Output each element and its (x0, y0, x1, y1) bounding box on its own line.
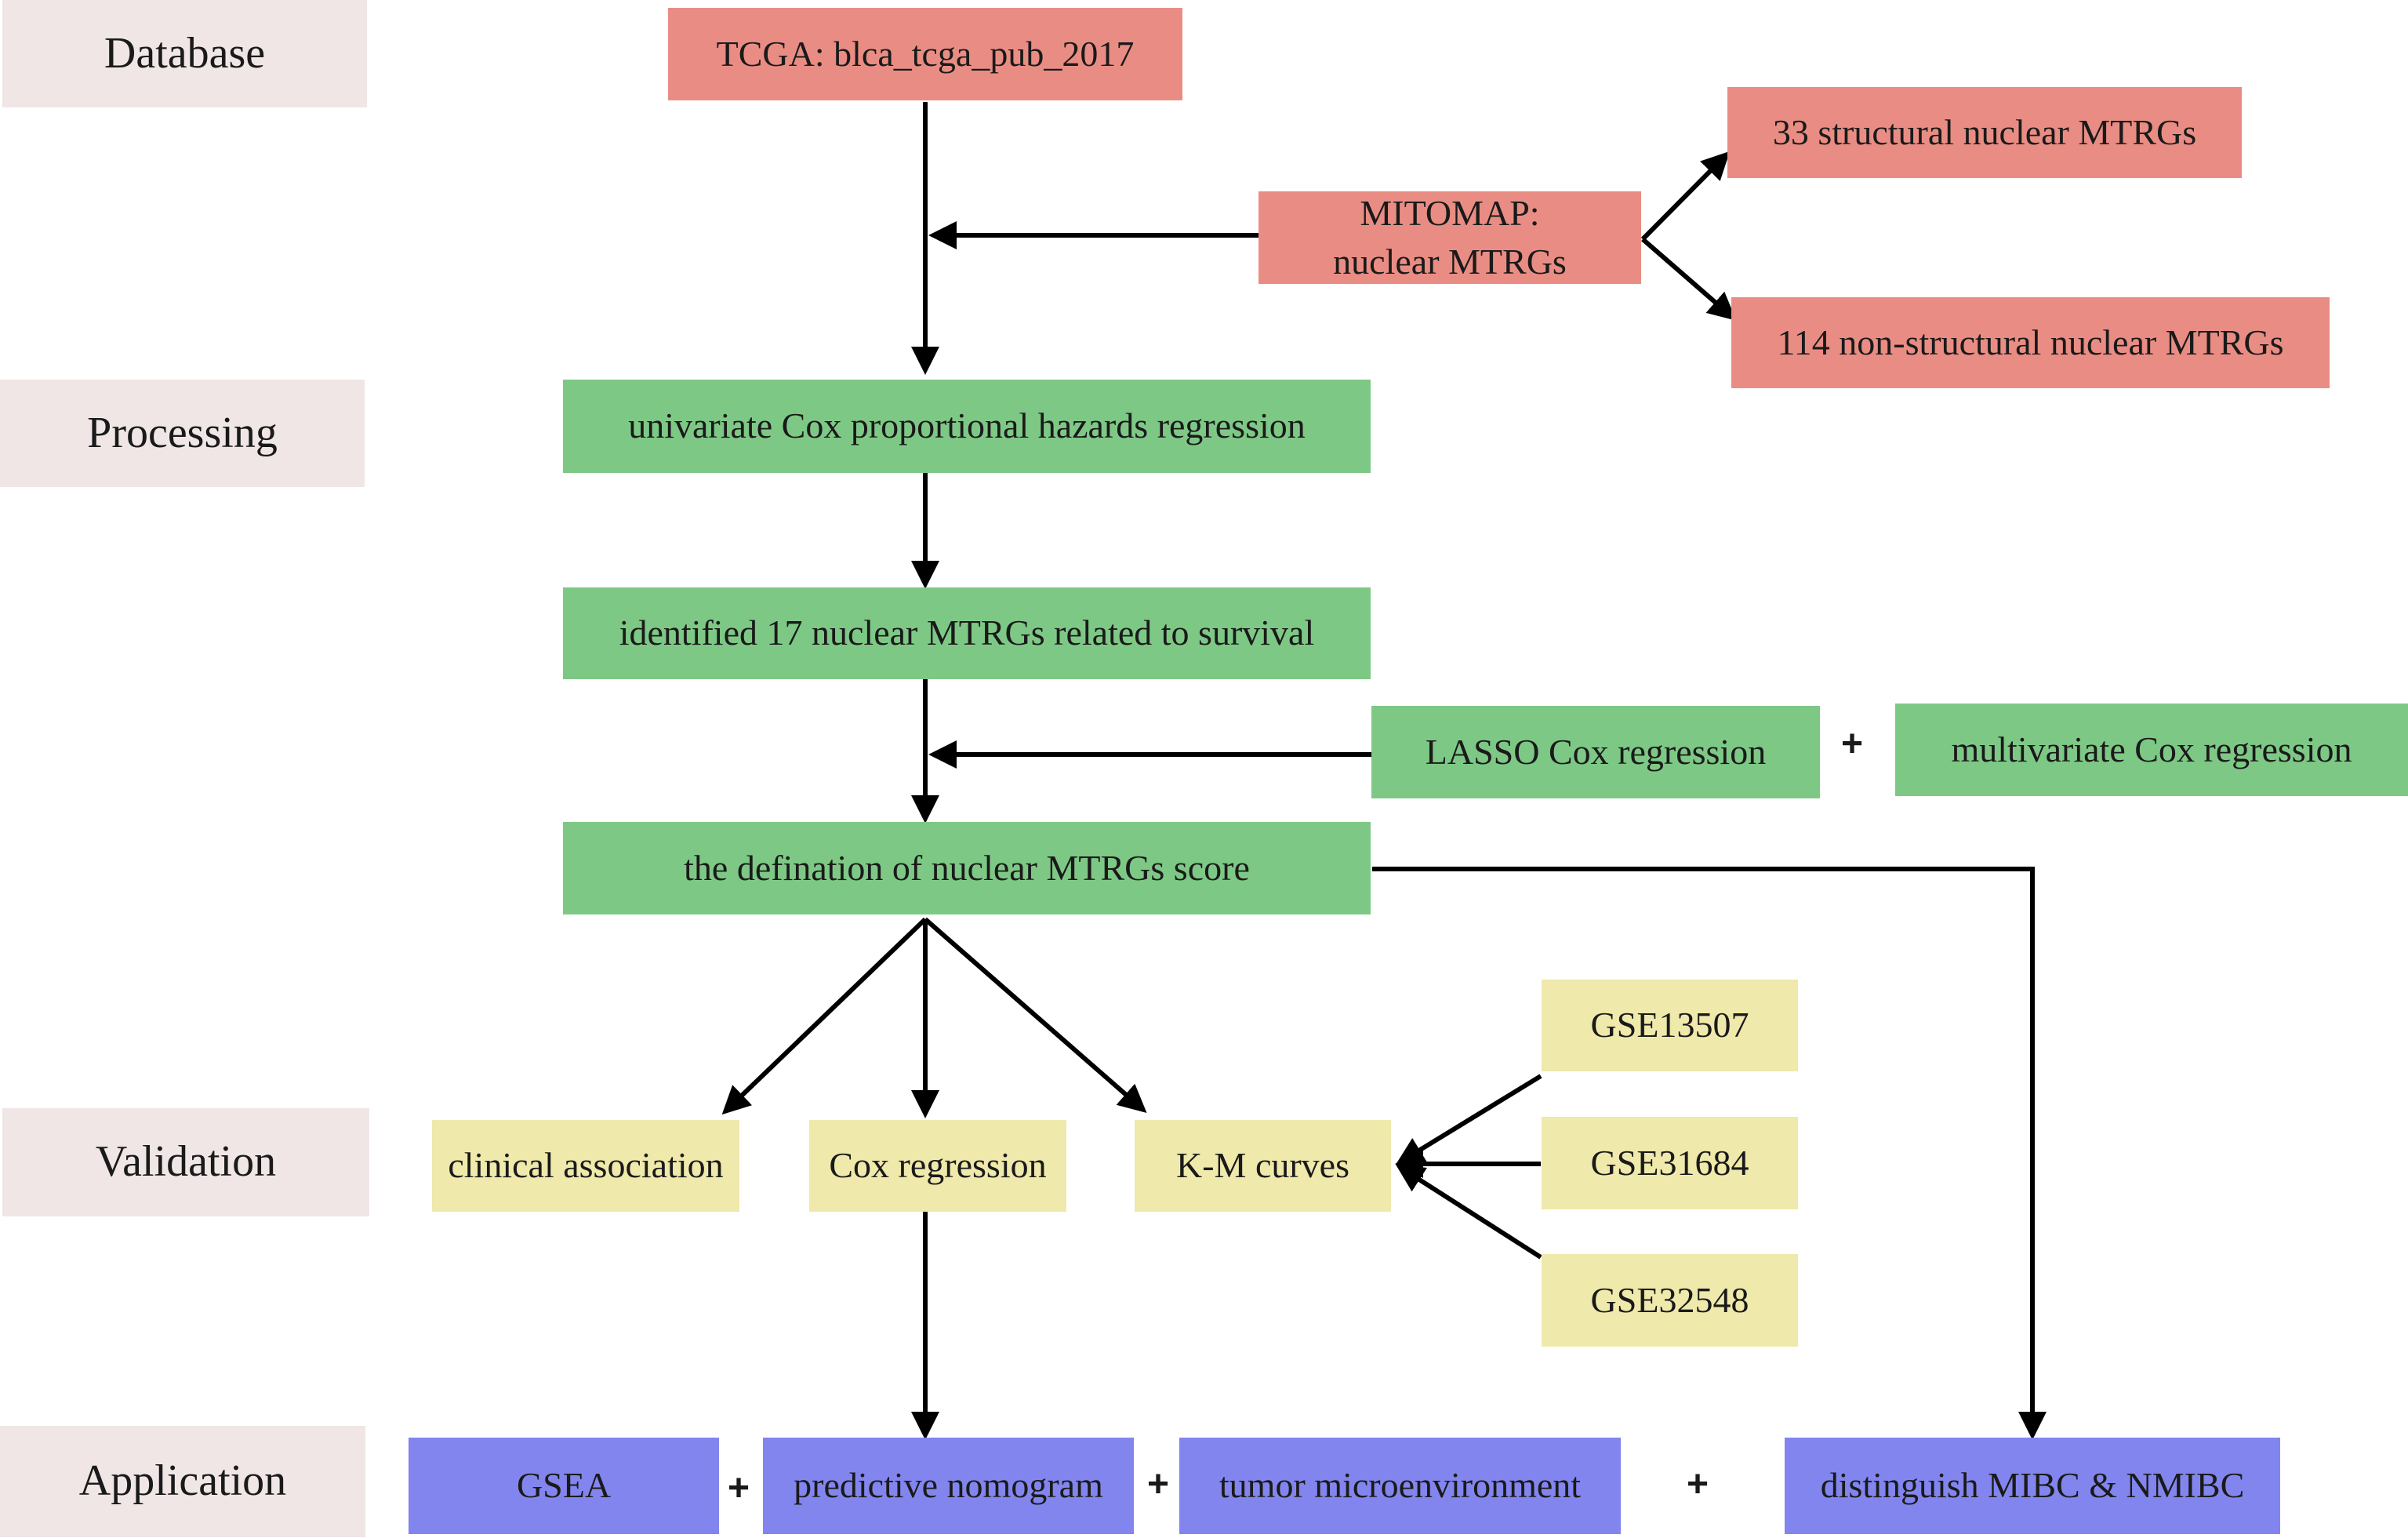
stage-label-processing: Processing (0, 380, 365, 487)
plus-gsea-nomogram: + (727, 1467, 750, 1509)
arrow-mitomap-to-structural (1640, 151, 1731, 242)
predictive-nomogram-box: predictive nomogram (763, 1438, 1134, 1534)
gse31684-box: GSE31684 (1542, 1117, 1798, 1209)
tcga-box: TCGA: blca_tcga_pub_2017 (668, 8, 1182, 100)
structural-mtrgs-box: 33 structural nuclear MTRGs (1727, 87, 2242, 178)
mitomap-line1: MITOMAP: (1360, 192, 1540, 233)
arrow-gse3-to-km (1395, 1164, 1542, 1260)
nuclear-mtrgs-score-box: the defination of nuclear MTRGs score (563, 822, 1371, 914)
arrow-score-to-mibc (1372, 867, 2047, 1440)
plus-tme-mibc: + (1686, 1463, 1709, 1505)
mitomap-box: MITOMAP: nuclear MTRGs (1258, 191, 1641, 284)
plus-lasso-multivariate: + (1840, 722, 1864, 765)
plus-nomogram-tme: + (1146, 1463, 1170, 1505)
gse13507-box: GSE13507 (1542, 980, 1798, 1071)
stage-label-validation: Validation (2, 1108, 369, 1216)
lasso-cox-box: LASSO Cox regression (1371, 706, 1820, 798)
distinguish-mibc-nmibc-box: distinguish MIBC & NMIBC (1785, 1438, 2280, 1534)
clinical-association-box: clinical association (432, 1120, 739, 1212)
univariate-cox-box: univariate Cox proportional hazards regr… (563, 380, 1371, 473)
stage-label-application: Application (0, 1426, 365, 1537)
arrow-mitomap-to-nonstructural (1641, 237, 1737, 321)
arrow-score-to-clinical (721, 917, 928, 1115)
cox-regression-box: Cox regression (809, 1120, 1066, 1212)
arrow-gse1-to-km (1395, 1074, 1542, 1165)
multivariate-cox-box: multivariate Cox regression (1895, 704, 2408, 796)
gsea-box: GSEA (409, 1438, 719, 1534)
km-curves-box: K-M curves (1135, 1120, 1391, 1212)
nonstructural-mtrgs-box: 114 non-structural nuclear MTRGs (1731, 297, 2330, 388)
tumor-microenvironment-box: tumor microenvironment (1179, 1438, 1621, 1534)
gse32548-box: GSE32548 (1542, 1254, 1798, 1347)
identified-mtrgs-box: identified 17 nuclear MTRGs related to s… (563, 587, 1371, 679)
mitomap-line2: nuclear MTRGs (1333, 242, 1567, 282)
arrow-score-to-km (924, 917, 1147, 1113)
stage-label-database: Database (2, 0, 367, 107)
